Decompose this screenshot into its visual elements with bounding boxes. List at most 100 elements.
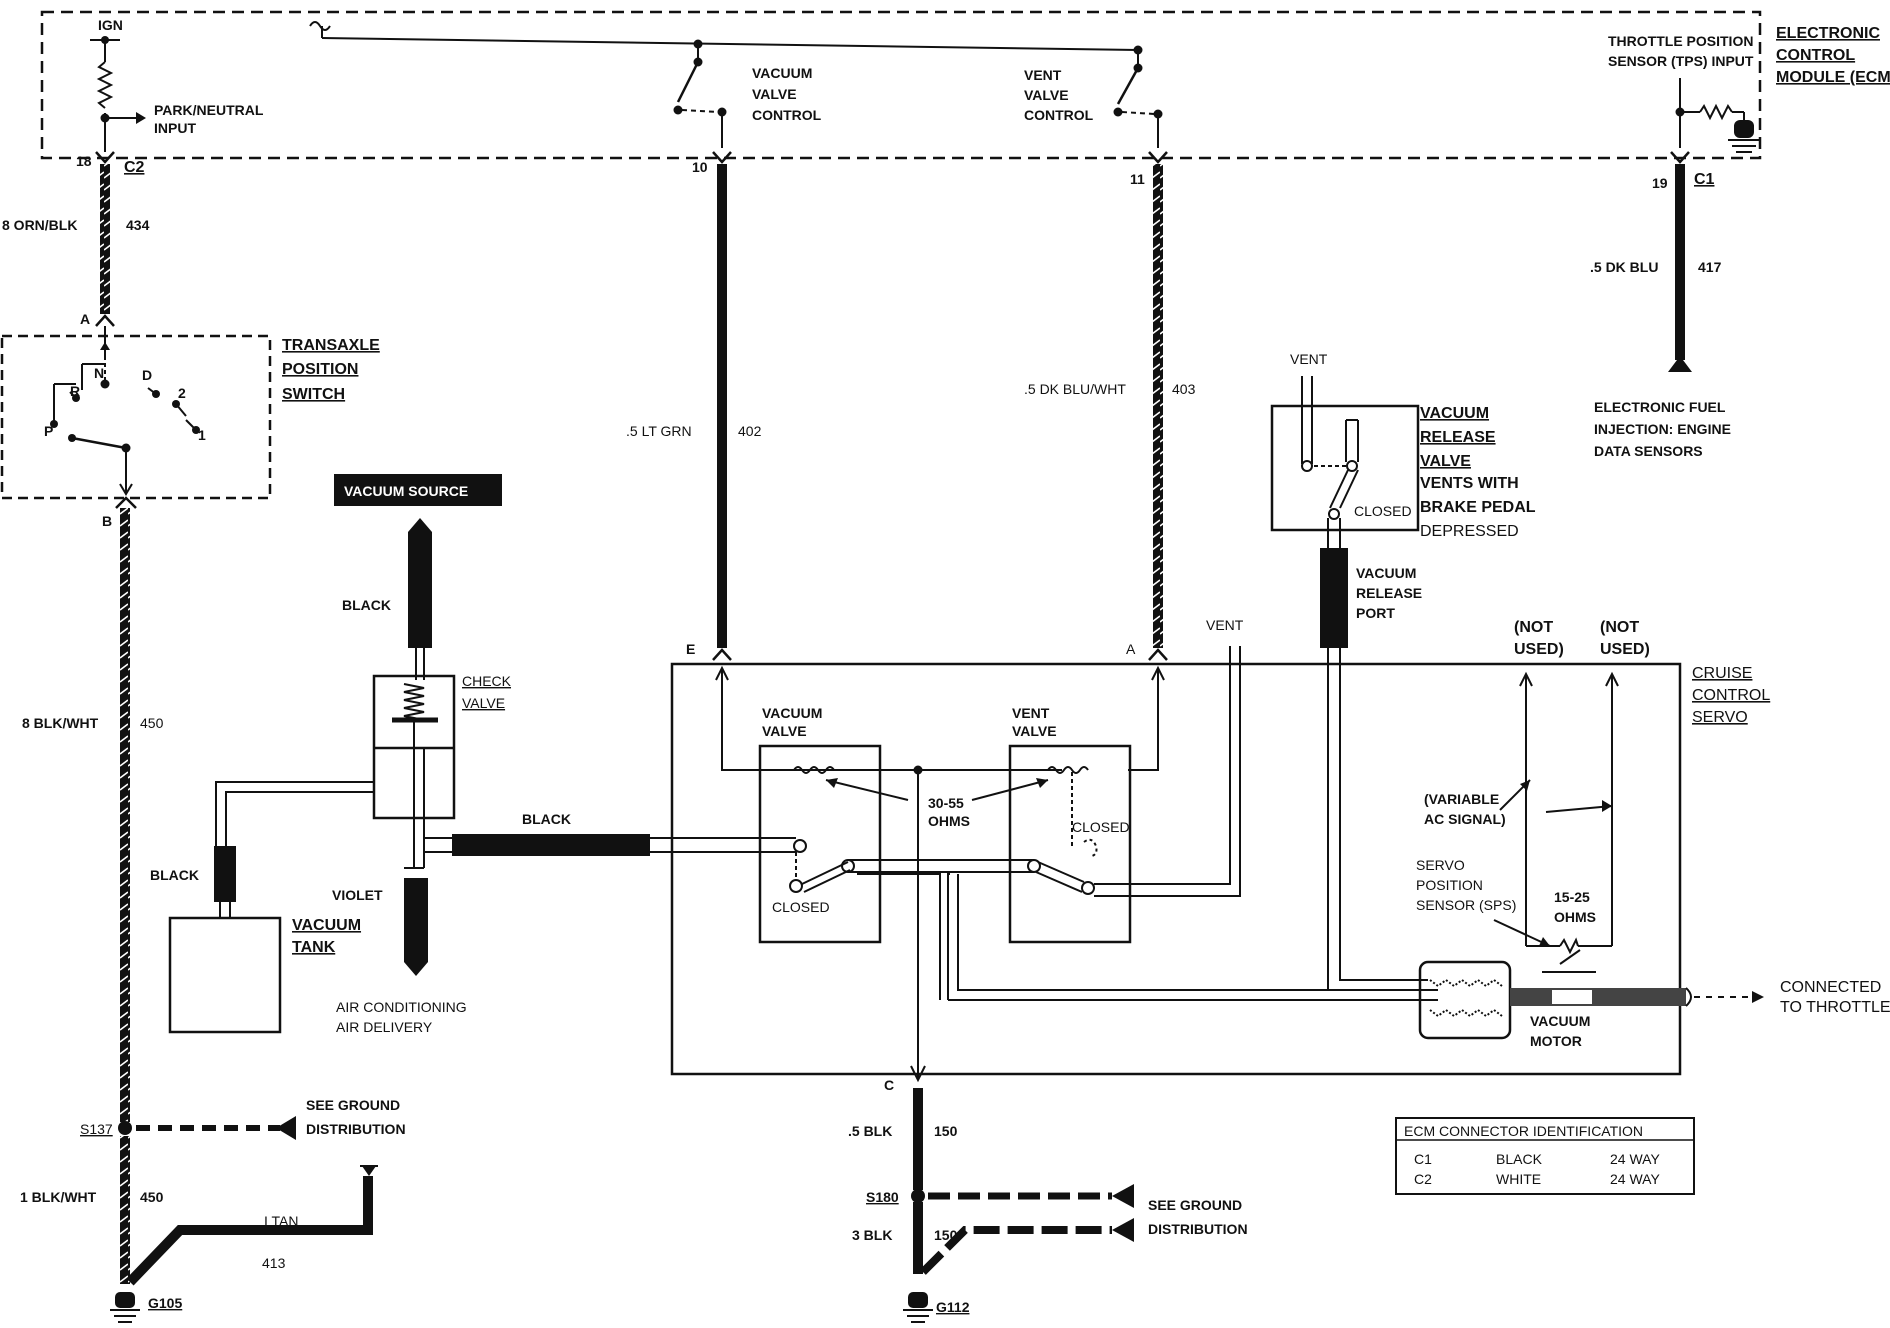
ground-left — [110, 1116, 378, 1323]
vacuum-valve-control-2: VALVE — [752, 86, 797, 102]
tps-input-2: SENSOR (TPS) INPUT — [1608, 53, 1754, 69]
sps-ohms-2: OHMS — [1554, 909, 1596, 925]
release-vent: VENT — [1290, 351, 1328, 367]
not-used-2b: USED) — [1600, 641, 1650, 658]
not-used-1b: USED) — [1514, 641, 1564, 658]
pin-e-servo: E — [686, 641, 695, 657]
wire-403 — [1153, 164, 1163, 648]
pin-c1: C1 — [1694, 171, 1715, 188]
ecm-module — [40, 10, 1762, 160]
servo-title-1: CRUISE — [1692, 665, 1752, 682]
ac-delivery-2: AIR DELIVERY — [336, 1019, 433, 1035]
throttle-2: TO THROTTLE — [1780, 999, 1890, 1016]
wire-450 — [120, 508, 130, 1122]
wire-403-number: 403 — [1172, 381, 1196, 397]
wire-402-number: 402 — [738, 423, 762, 439]
ac-delivery-1: AIR CONDITIONING — [336, 999, 467, 1015]
ac-signal-1: (VARIABLE — [1424, 791, 1499, 807]
pin-a-transaxle: A — [80, 311, 90, 327]
ecm-title-1: ELECTRONIC — [1776, 25, 1880, 42]
vacuum-source-label: VACUUM SOURCE — [344, 483, 468, 499]
see-ground-1a: SEE GROUND — [306, 1097, 400, 1113]
wire-413-label: I TAN — [264, 1213, 299, 1229]
see-ground-2a: SEE GROUND — [1148, 1197, 1242, 1213]
pos-r: R — [70, 383, 80, 399]
cruise-control-servo — [670, 646, 1764, 1083]
pin-c2: C2 — [124, 159, 145, 176]
wire-450b-label: 1 BLK/WHT — [20, 1189, 97, 1205]
pos-2: 2 — [178, 385, 186, 401]
wire-150b-number: 150 — [934, 1227, 958, 1243]
connector-table-title: ECM CONNECTOR IDENTIFICATION — [1404, 1123, 1643, 1139]
sps-label-3: SENSOR (SPS) — [1416, 897, 1516, 913]
wire-434 — [100, 164, 110, 314]
release-valve-title-2: RELEASE — [1420, 429, 1496, 446]
violet-hose: VIOLET — [332, 887, 383, 903]
vent-valve-control-1: VENT — [1024, 67, 1062, 83]
release-port-2: RELEASE — [1356, 585, 1422, 601]
park-neutral-label-1: PARK/NEUTRAL — [154, 102, 264, 118]
wire-402 — [717, 164, 727, 648]
conn-row1-id: C1 — [1414, 1151, 1432, 1167]
pin-19: 19 — [1652, 175, 1668, 191]
release-closed: CLOSED — [1354, 503, 1412, 519]
pin-c-servo: C — [884, 1077, 894, 1093]
wire-417-label: .5 DK BLU — [1590, 259, 1658, 275]
coil-ohms-2: OHMS — [928, 813, 970, 829]
efi-sensors-3: DATA SENSORS — [1594, 443, 1703, 459]
release-valve-title-3: VALVE — [1420, 453, 1471, 470]
transaxle-position-switch — [0, 314, 272, 509]
wire-450-label: 8 BLK/WHT — [22, 715, 99, 731]
pin-11: 11 — [1130, 171, 1145, 187]
ign-label: IGN — [98, 17, 123, 33]
vacuum-valve-control-1: VACUUM — [752, 65, 812, 81]
pin-a-servo: A — [1126, 641, 1136, 657]
release-port-3: PORT — [1356, 605, 1395, 621]
servo-vent-valve-1: VENT — [1012, 705, 1050, 721]
vent-valve-control-3: CONTROL — [1024, 107, 1094, 123]
vent-valve-control-2: VALVE — [1024, 87, 1069, 103]
wire-434-label: 8 ORN/BLK — [2, 217, 77, 233]
wire-150a-number: 150 — [934, 1123, 958, 1139]
conn-row2-id: C2 — [1414, 1171, 1432, 1187]
vacuum-source — [334, 474, 502, 506]
wire-450b-number: 450 — [140, 1189, 164, 1205]
transaxle-title-3: SWITCH — [282, 386, 345, 403]
release-valve-desc-2: BRAKE PEDAL — [1420, 499, 1536, 516]
wire-150a-label: .5 BLK — [848, 1123, 892, 1139]
pin-b-transaxle: B — [102, 513, 112, 529]
wire-150b-label: 3 BLK — [852, 1227, 892, 1243]
wire-417 — [1675, 164, 1685, 360]
release-valve-title-1: VACUUM — [1420, 405, 1489, 422]
servo-title-2: CONTROL — [1692, 687, 1770, 704]
wire-450-number: 450 — [140, 715, 164, 731]
park-neutral-label-2: INPUT — [154, 120, 196, 136]
release-valve-desc-1: VENTS WITH — [1420, 475, 1519, 492]
servo-vacuum-valve-1: VACUUM — [762, 705, 822, 721]
ground-right — [903, 1088, 1134, 1323]
vacuum-release-valve — [1270, 376, 1420, 664]
efi-sensors-1: ELECTRONIC FUEL — [1594, 399, 1726, 415]
throttle-1: CONNECTED — [1780, 979, 1881, 996]
wire-403-label: .5 DK BLU/WHT — [1024, 381, 1126, 397]
transaxle-title-2: POSITION — [282, 361, 358, 378]
not-used-1a: (NOT — [1514, 619, 1553, 636]
wire-413-number: 413 — [262, 1255, 286, 1271]
transaxle-title-1: TRANSAXLE — [282, 337, 380, 354]
vacuum-hoses — [214, 518, 796, 976]
vacuum-tank-1: VACUUM — [292, 917, 361, 934]
servo-vent: VENT — [1206, 617, 1244, 633]
black-hose-mid: BLACK — [522, 811, 571, 827]
ecm-connector-table — [1395, 1117, 1695, 1195]
tps-input-1: THROTTLE POSITION — [1608, 33, 1753, 49]
vacuum-tank — [168, 916, 282, 1034]
vacuum-valve-control-3: CONTROL — [752, 107, 822, 123]
splice-s137: S137 — [80, 1121, 113, 1137]
sps-ohms-1: 15-25 — [1554, 889, 1590, 905]
ecm-title-3: MODULE (ECM) — [1776, 69, 1890, 86]
release-valve-desc-3: DEPRESSED — [1420, 523, 1519, 540]
see-ground-2b: DISTRIBUTION — [1148, 1221, 1248, 1237]
servo-vent-valve-2: VALVE — [1012, 723, 1057, 739]
vacuum-tank-2: TANK — [292, 939, 336, 956]
